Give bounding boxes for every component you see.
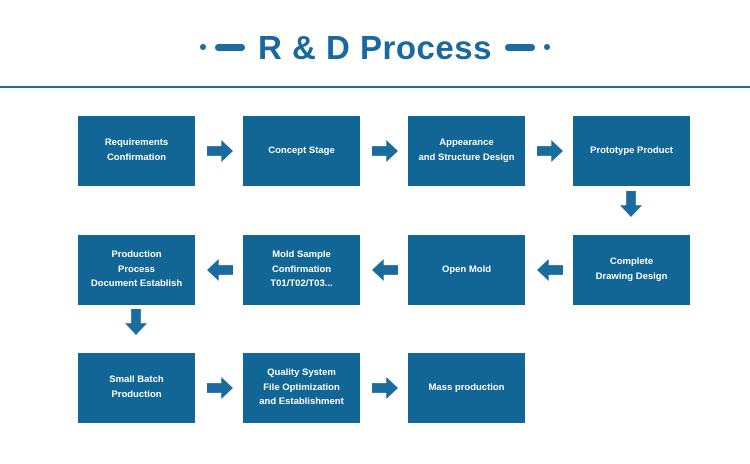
flow-node-mass-production[interactable]: Mass production xyxy=(408,353,525,423)
flow-node-prototype-product[interactable]: Prototype Product xyxy=(573,116,690,186)
flowchart: Requirements Confirmation Concept Stage … xyxy=(0,88,750,464)
header-divider xyxy=(0,86,750,88)
flow-node-label: Requirements Confirmation xyxy=(104,137,169,163)
flow-node-quality-system-file-optimization[interactable]: Quality System File Optimization and Est… xyxy=(243,353,360,423)
arrow-right-icon xyxy=(372,140,398,162)
flow-node-appearance-structure-design[interactable]: Appearance and Structure Design xyxy=(408,116,525,186)
arrow-left-icon xyxy=(207,259,233,281)
arrow-right-icon xyxy=(537,140,563,162)
dot-icon xyxy=(200,44,207,50)
arrow-right-icon xyxy=(207,140,233,162)
flow-node-label: Concept Stage xyxy=(268,144,335,156)
flow-node-label: Production Process Document Establish xyxy=(90,248,183,290)
arrow-down-icon xyxy=(620,191,642,217)
page-header: R & D Process xyxy=(0,0,750,88)
flow-node-label: Open Mold xyxy=(441,263,492,275)
arrow-left-icon xyxy=(372,259,398,281)
title-decoration-left xyxy=(200,43,246,51)
dash-icon xyxy=(504,43,535,51)
flow-node-label: Appearance and Structure Design xyxy=(418,137,515,163)
title-row: R & D Process xyxy=(0,24,750,70)
flow-node-small-batch-production[interactable]: Small Batch Production xyxy=(78,353,195,423)
flow-node-requirements-confirmation[interactable]: Requirements Confirmation xyxy=(78,116,195,186)
flow-node-mold-sample-confirmation[interactable]: Mold Sample Confirmation T01/T02/T03... xyxy=(243,235,360,305)
arrow-left-icon xyxy=(537,259,563,281)
dash-icon xyxy=(215,43,246,51)
flow-node-complete-drawing-design[interactable]: Complete Drawing Design xyxy=(573,235,690,305)
flow-node-label: Mold Sample Confirmation T01/T02/T03... xyxy=(270,248,333,290)
flow-node-label: Quality System File Optimization and Est… xyxy=(259,366,344,408)
dot-icon xyxy=(543,44,550,50)
arrow-right-icon xyxy=(207,377,233,399)
title-decoration-right xyxy=(504,43,550,51)
arrow-down-icon xyxy=(125,309,147,335)
page-title: R & D Process xyxy=(258,28,492,66)
flow-node-open-mold[interactable]: Open Mold xyxy=(408,235,525,305)
arrow-right-icon xyxy=(372,377,398,399)
flow-node-label: Small Batch Production xyxy=(109,374,164,400)
flow-node-label: Prototype Product xyxy=(590,144,673,156)
flow-node-concept-stage[interactable]: Concept Stage xyxy=(243,116,360,186)
flow-node-label: Mass production xyxy=(428,381,505,393)
flow-node-production-process-document-establish[interactable]: Production Process Document Establish xyxy=(78,235,195,305)
flow-node-label: Complete Drawing Design xyxy=(595,256,668,282)
